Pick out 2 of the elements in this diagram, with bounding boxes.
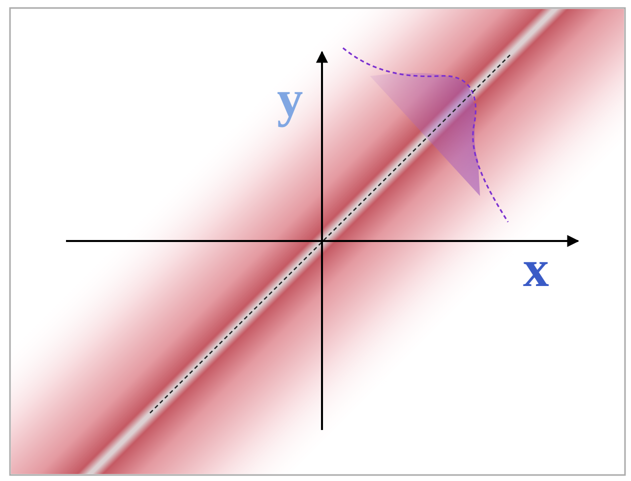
y-axis-label: y — [277, 74, 303, 126]
x-axis-label: x — [523, 244, 549, 296]
